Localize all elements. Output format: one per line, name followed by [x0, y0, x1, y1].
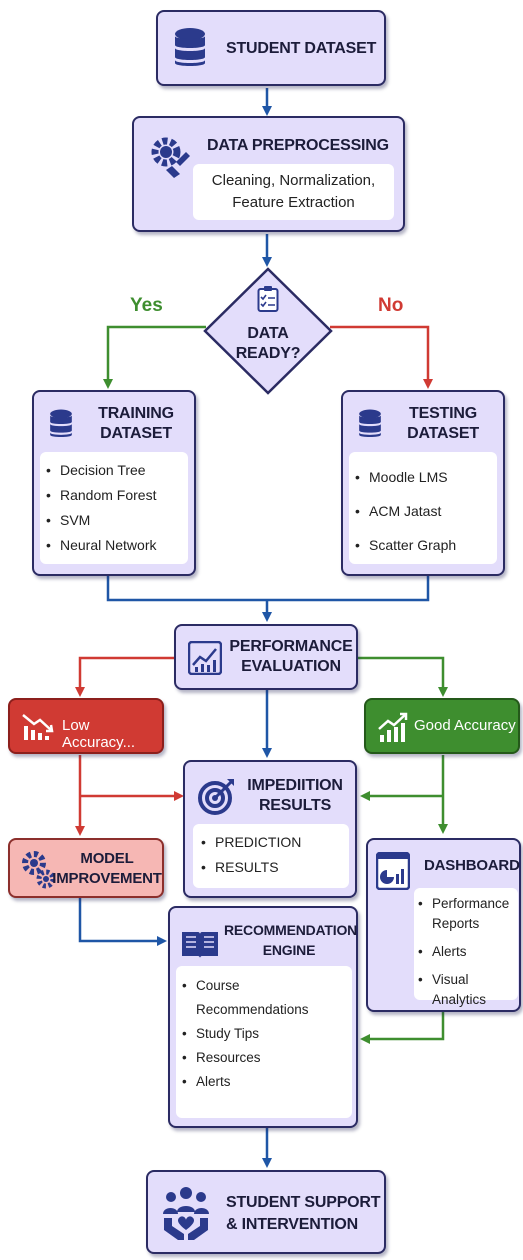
student-support-box: STUDENT SUPPORT & INTERVENTION — [146, 1170, 386, 1254]
arrow-evaluation-to-good — [354, 656, 448, 697]
model-improvement-box: MODEL IMPROVEMENT — [8, 838, 164, 898]
preprocessing-box: DATA PREPROCESSING Cleaning, Normalizati… — [132, 116, 405, 232]
preprocessing-detail-line1: Cleaning, Normalization, — [211, 172, 376, 189]
yes-label: Yes — [130, 295, 163, 316]
support-title-line2: & INTERVENTION — [226, 1216, 359, 1233]
evaluation-title-line2: EVALUATION — [241, 658, 341, 675]
list-item: SVM — [44, 508, 184, 533]
low-accuracy-box: Low Accuracy... — [8, 698, 164, 754]
list-item: Neural Network — [44, 533, 184, 558]
target-icon — [198, 779, 234, 815]
dashboard-title: DASHBOARD — [424, 857, 520, 874]
recommendation-title-line2: ENGINE — [262, 942, 316, 958]
list-item: Resources — [180, 1046, 350, 1070]
arrow-evaluation-to-low — [75, 656, 178, 697]
decision-line1: DATA — [247, 325, 289, 342]
student-dataset-title: STUDENT DATASET — [226, 40, 377, 57]
list-item: Decision Tree — [44, 458, 184, 483]
training-title-line1: TRAINING — [98, 405, 174, 422]
support-title-line1: STUDENT SUPPORT — [226, 1194, 381, 1211]
arrow-dashboard-to-recommendation — [360, 1012, 445, 1044]
decision-line2: READY? — [235, 345, 301, 362]
recommendation-title: RECOMMENDATION ENGINE — [224, 920, 358, 960]
support-title: STUDENT SUPPORT & INTERVENTION — [226, 1192, 381, 1236]
arrow-improvement-to-recommendation — [78, 898, 167, 946]
database-icon — [175, 28, 205, 66]
list-item: Visual Analytics — [416, 970, 518, 1010]
dashboard-list: Performance Reports Alerts Visual Analyt… — [414, 888, 518, 1007]
preprocessing-detail-line2: Feature Extraction — [232, 194, 355, 211]
database-icon — [50, 409, 72, 437]
results-title-line2: RESULTS — [258, 797, 332, 814]
gears-icon — [22, 851, 56, 889]
line-chart-icon — [188, 641, 222, 675]
recommendation-title-line1: RECOMMENDATION — [224, 922, 358, 938]
list-item: Course Recommendations — [180, 974, 350, 1022]
testing-list: Moodle LMS ACM Jatast Scatter Graph — [349, 452, 497, 564]
results-title: IMPEDIITION RESULTS — [239, 776, 351, 816]
dashboard-box: DASHBOARD Performance Reports Alerts Vis… — [366, 838, 521, 1012]
list-item: Study Tips — [180, 1022, 350, 1046]
dashboard-icon — [376, 852, 410, 890]
testing-dataset-box: TESTING DATASET Moodle LMS ACM Jatast Sc… — [341, 390, 505, 576]
low-accuracy-label: Low Accuracy... — [62, 717, 136, 751]
declining-bars-icon — [22, 714, 54, 740]
arrow-no-to-testing — [330, 325, 433, 389]
arrow-merge-to-evaluation — [106, 576, 430, 618]
recommendation-engine-box: RECOMMENDATION ENGINE Course Recommendat… — [168, 906, 358, 1128]
database-icon — [359, 409, 381, 437]
training-title: TRAINING DATASET — [88, 404, 184, 444]
improvement-title: MODEL IMPROVEMENT — [52, 849, 162, 889]
good-accuracy-label: Good Accuracy — [414, 717, 516, 734]
list-item: Alerts — [180, 1070, 350, 1094]
improvement-title-line2: IMPROVEMENT — [52, 870, 162, 887]
improvement-title-line1: MODEL — [80, 850, 134, 867]
testing-title: TESTING DATASET — [395, 404, 491, 444]
list-item: ACM Jatast — [353, 494, 493, 528]
list-item: RESULTS — [199, 855, 345, 880]
list-item: PREDICTION — [199, 830, 345, 855]
list-item: Alerts — [416, 942, 518, 962]
recommendation-list: Course Recommendations Study Tips Resour… — [176, 966, 352, 1118]
people-hands-icon — [163, 1187, 209, 1240]
training-list: Decision Tree Random Forest SVM Neural N… — [40, 452, 188, 564]
performance-evaluation-box: PERFORMANCE EVALUATION — [174, 624, 358, 690]
training-dataset-box: TRAINING DATASET Decision Tree Random Fo… — [32, 390, 196, 576]
training-title-line2: DATASET — [100, 425, 172, 442]
decision-text: DATA READY? — [232, 324, 304, 364]
preprocessing-detail: Cleaning, Normalization, Feature Extract… — [193, 164, 394, 220]
decision-diamond — [203, 267, 333, 395]
results-title-line1: IMPEDIITION — [247, 777, 343, 794]
clipboard-checklist-icon — [257, 286, 279, 312]
list-item: Random Forest — [44, 483, 184, 508]
impedition-results-box: IMPEDIITION RESULTS PREDICTION RESULTS — [183, 760, 357, 898]
no-label: No — [378, 295, 404, 316]
list-item: Scatter Graph — [353, 528, 493, 562]
student-dataset-box: STUDENT DATASET — [156, 10, 386, 86]
testing-title-line2: DATASET — [407, 425, 479, 442]
list-item: Moodle LMS — [353, 460, 493, 494]
testing-title-line1: TESTING — [409, 405, 477, 422]
results-list: PREDICTION RESULTS — [193, 824, 349, 888]
evaluation-title-line1: PERFORMANCE — [229, 638, 353, 655]
good-accuracy-box: Good Accuracy — [364, 698, 520, 754]
book-icon — [182, 932, 218, 958]
preprocessing-title: DATA PREPROCESSING — [207, 137, 389, 154]
gear-brush-icon — [151, 137, 190, 178]
evaluation-title: PERFORMANCE EVALUATION — [228, 637, 354, 677]
rising-bars-icon — [378, 712, 408, 742]
arrow-yes-to-training — [103, 325, 206, 389]
list-item: Performance Reports — [416, 894, 518, 934]
